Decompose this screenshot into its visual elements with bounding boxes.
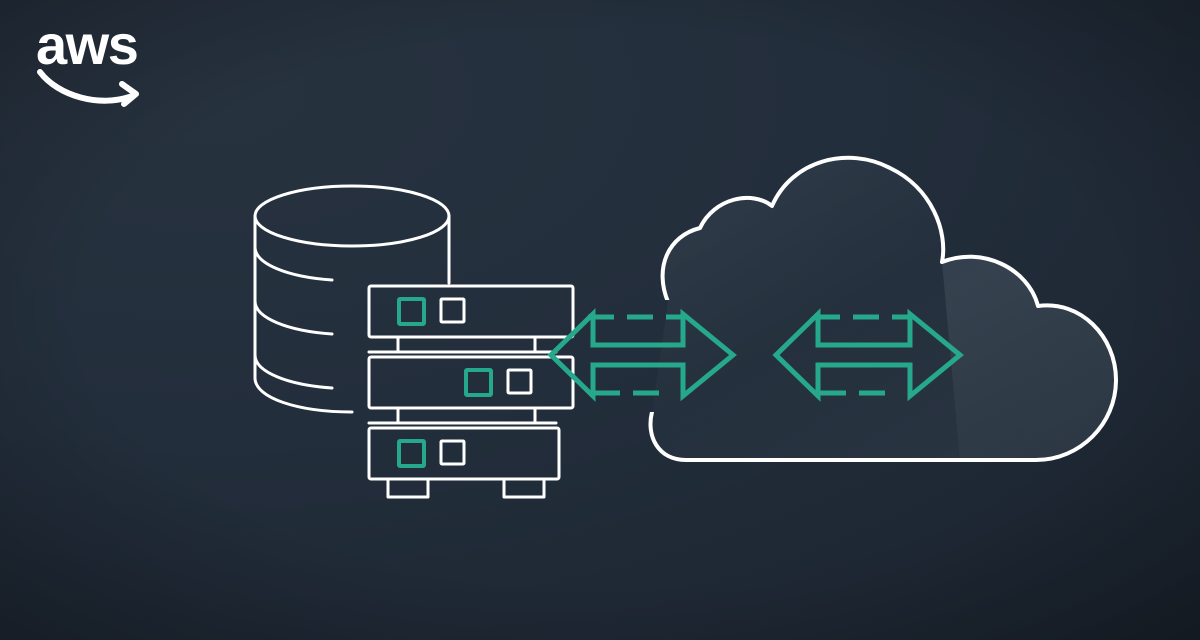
server-unit-middle: [367, 355, 575, 425]
bidirectional-arrow-right: [772, 308, 964, 402]
database-cylinder: [253, 184, 451, 414]
server-indicator-idle: [506, 368, 533, 395]
cloud-outline: [648, 155, 1118, 462]
server-indicator-active: [397, 439, 426, 468]
server-indicator-active: [397, 297, 426, 326]
server-legs: [386, 479, 546, 499]
server-indicator-idle: [439, 297, 466, 324]
server-indicator-active: [464, 368, 493, 397]
server-unit-top: [367, 284, 575, 354]
server-unit-bottom: [367, 426, 561, 499]
server-indicator-idle: [439, 439, 466, 466]
bidirectional-arrow-left: [547, 308, 737, 402]
